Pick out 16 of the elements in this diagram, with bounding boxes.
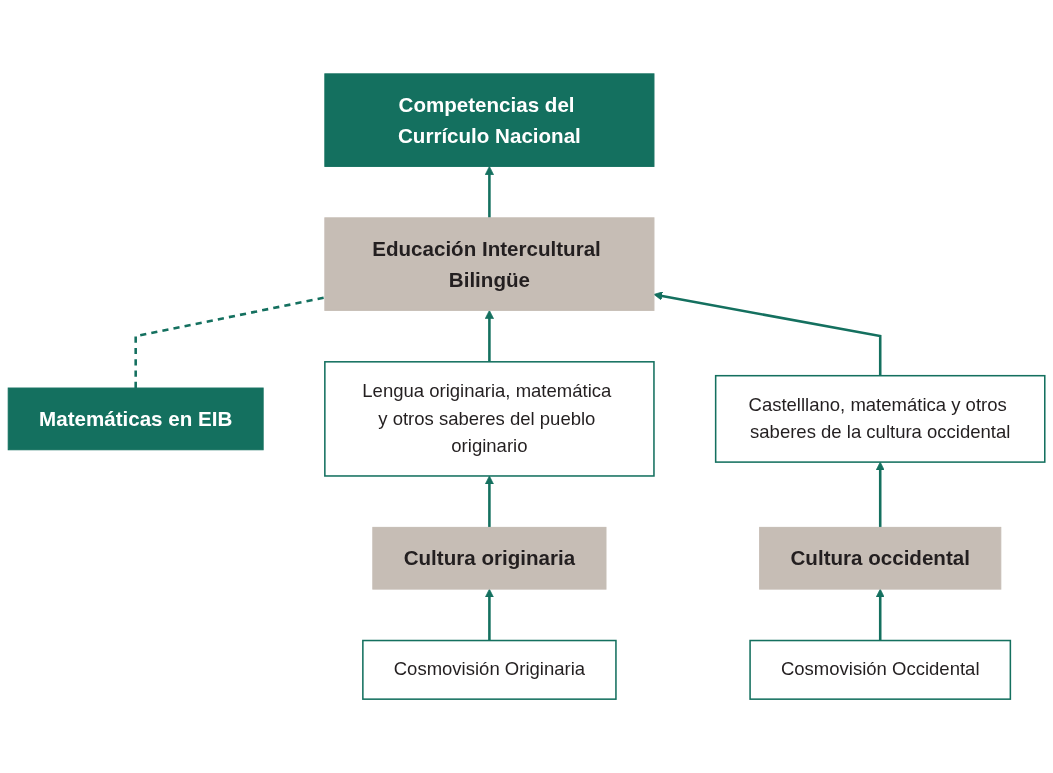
node-box: Educación Intercultural Bilingüe xyxy=(324,217,655,311)
arrow xyxy=(484,588,494,641)
node-box: Lengua originaria, matemática y otros saberes del pueblo originario xyxy=(324,361,655,477)
node-box: Competencias del Currículo Nacional xyxy=(324,73,655,167)
arrow xyxy=(484,310,494,362)
node-box: Cultura occidental xyxy=(759,526,1002,590)
node-box: Castelllano, matemática y otros saberes de la cultura occidental xyxy=(714,374,1046,463)
node-box: Cultura originaria xyxy=(372,526,607,590)
arrow xyxy=(484,166,494,218)
arrow xyxy=(875,588,885,641)
node-box: Cosmovisión Originaria xyxy=(362,639,617,700)
arrow xyxy=(484,475,494,528)
node-box: Matemáticas en EIB xyxy=(7,387,264,451)
node-box: Cosmovisión Occidental xyxy=(749,639,1012,700)
arrow xyxy=(875,461,885,528)
arrow xyxy=(653,291,882,376)
